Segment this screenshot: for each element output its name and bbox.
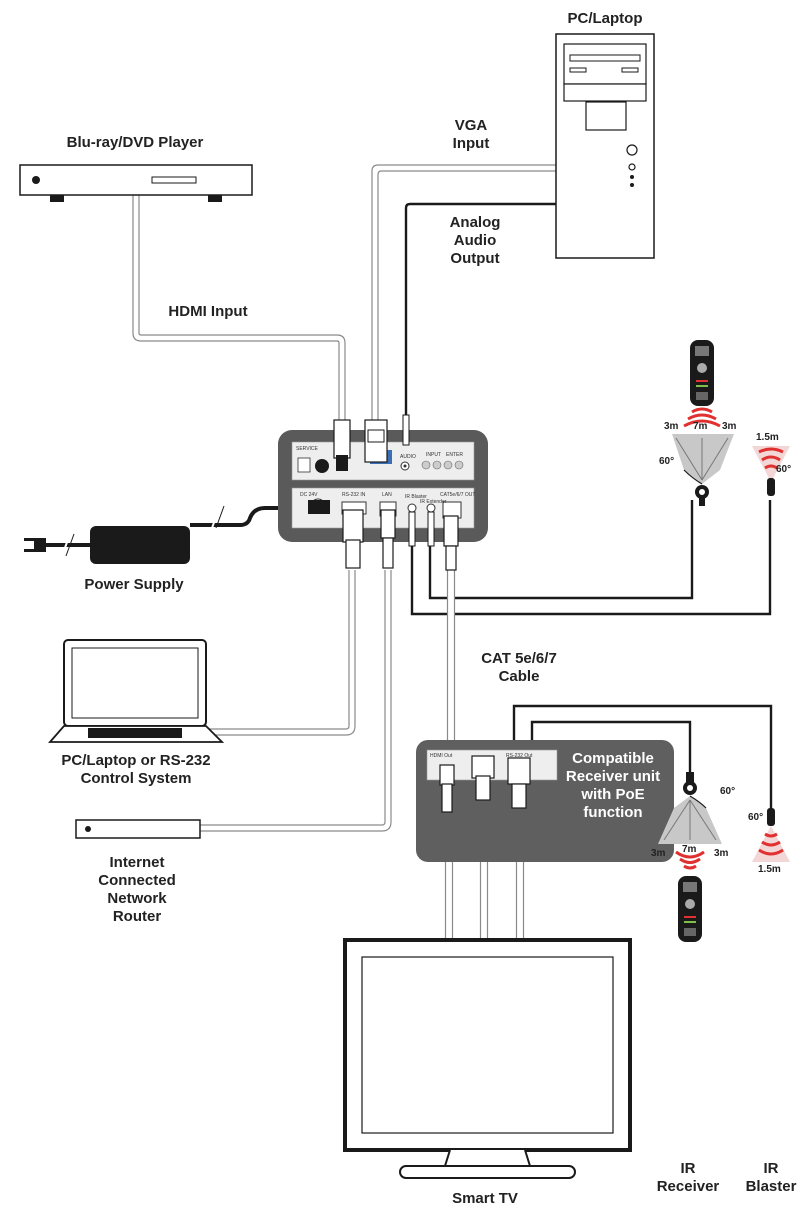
laptop bbox=[48, 639, 225, 743]
remote-top bbox=[690, 340, 714, 406]
lan-cable-outline bbox=[200, 570, 392, 832]
port-ir-blaster: IR Blaster bbox=[405, 494, 427, 500]
ir-receiver-label: IR Receiver bbox=[656, 1160, 720, 1195]
port-dc: DC 24V bbox=[300, 492, 318, 498]
receiver-unit bbox=[416, 740, 674, 862]
power-cable bbox=[190, 506, 300, 527]
vga-input-label: VGA Input bbox=[452, 117, 490, 152]
port-lan: LAN bbox=[382, 492, 392, 498]
cat-cable-outline bbox=[446, 570, 456, 760]
rs232-cable-outline bbox=[205, 570, 356, 736]
port-enter: ENTER bbox=[446, 452, 463, 458]
hdmi-cable-outline bbox=[132, 195, 346, 420]
range-right-top: 3m bbox=[722, 421, 737, 432]
range-right-bottom: 3m bbox=[714, 848, 729, 859]
range-center-bottom: 7m bbox=[682, 844, 697, 855]
cat-cable-label: CAT 5e/6/7 Cable bbox=[481, 650, 557, 685]
hdmi-input-label: HDMI Input bbox=[168, 303, 248, 320]
range-left-top: 3m bbox=[664, 421, 679, 432]
hdmi-cable bbox=[133, 195, 345, 420]
ir-signal-bottom bbox=[675, 850, 705, 870]
range-left-bottom: 3m bbox=[651, 848, 666, 859]
vga-cable-outline bbox=[371, 164, 556, 420]
blaster-angle-top: 60° bbox=[776, 464, 792, 475]
router bbox=[75, 819, 201, 839]
angle-top: 60° bbox=[659, 456, 675, 467]
ir-blaster-top bbox=[752, 446, 790, 496]
ir-signal-top bbox=[683, 407, 721, 428]
receiver-panel-label: Compatible Receiver unit with PoE functi… bbox=[565, 750, 661, 821]
pc-tower bbox=[555, 33, 655, 259]
angle-bottom: 60° bbox=[720, 786, 736, 797]
power-supply-label: Power Supply bbox=[84, 576, 184, 593]
vga-cable bbox=[372, 165, 556, 420]
port-audio: AUDIO bbox=[400, 454, 416, 460]
port-rs232-out: RS-232 Out bbox=[506, 753, 533, 759]
blaster-range-bottom: 1.5m bbox=[758, 864, 781, 875]
smart-tv-label: Smart TV bbox=[452, 1190, 518, 1207]
ir-receiver-cone-bottom bbox=[658, 772, 722, 844]
ir-blaster-cable-rx bbox=[512, 704, 773, 812]
analog-audio-label: Analog Audio Output bbox=[449, 214, 501, 267]
port-rs232-in: RS-232 IN bbox=[342, 492, 366, 498]
ir-receiver-cone-top bbox=[672, 434, 734, 506]
ir-blaster-label: IR Blaster bbox=[745, 1160, 797, 1195]
transmitter-unit bbox=[278, 414, 488, 571]
bluray-player bbox=[19, 164, 253, 202]
range-center-top: 7m bbox=[693, 421, 708, 432]
smart-tv-screen bbox=[343, 938, 632, 1179]
ir-receiver-cable-tx bbox=[428, 500, 694, 600]
blaster-angle-bottom: 60° bbox=[748, 812, 764, 823]
lan-cable bbox=[200, 570, 391, 831]
power-supply bbox=[24, 505, 225, 564]
ir-blaster-cable-tx bbox=[410, 500, 772, 616]
port-input: INPUT bbox=[426, 452, 441, 458]
ir-receiver-cable-rx bbox=[530, 720, 692, 782]
rs232-cable bbox=[205, 570, 355, 735]
audio-cable bbox=[404, 202, 556, 428]
blaster-range-top: 1.5m bbox=[756, 432, 779, 443]
ir-blaster-bottom bbox=[752, 808, 790, 862]
router-label: Internet Connected Network Router bbox=[98, 854, 176, 925]
remote-bottom bbox=[678, 876, 702, 942]
bluray-label: Blu-ray/DVD Player bbox=[66, 134, 204, 151]
port-catx-out: CAT5e/6/7 OUT bbox=[440, 492, 476, 498]
port-hdmi-out: HDMI Out bbox=[430, 753, 453, 759]
port-service: SERVICE bbox=[296, 446, 318, 452]
rs232-laptop-label: PC/Laptop or RS-232 Control System bbox=[61, 752, 211, 787]
port-ir-extender: IR Extender bbox=[420, 499, 447, 505]
pc-laptop-label: PC/Laptop bbox=[567, 10, 643, 27]
